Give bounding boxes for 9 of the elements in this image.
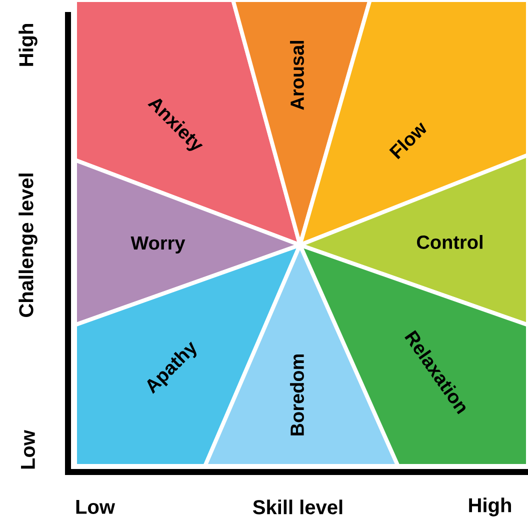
axis-label: Skill level <box>253 500 342 514</box>
axis-label: High <box>18 24 38 66</box>
axis-label: Low <box>76 500 116 514</box>
axis-label: Challenge level <box>18 174 38 317</box>
axis-label: Low <box>21 430 35 469</box>
wedge: Worry <box>73 158 302 327</box>
wedge: Boredom <box>203 243 400 468</box>
wedge: Arousal <box>231 0 372 247</box>
axis-label: High <box>469 498 511 516</box>
